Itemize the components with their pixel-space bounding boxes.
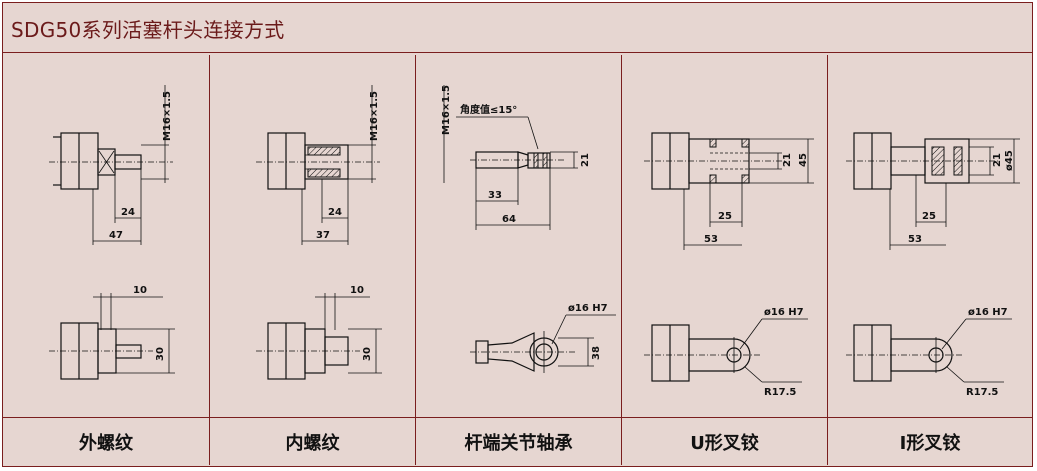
column-label: 杆端关节轴承 xyxy=(464,432,573,454)
dim-eye-width: 38 xyxy=(591,346,602,360)
column-footer: 杆端关节轴承 xyxy=(416,417,621,465)
column-footer: U形叉铰 xyxy=(622,417,827,465)
dim-head-height: 21 xyxy=(580,153,591,167)
page-title: SDG50系列活塞杆头连接方式 xyxy=(11,18,285,42)
dim-eye-diameter: ø45 xyxy=(1004,150,1015,171)
dim-end-radius: R17.5 xyxy=(966,387,998,398)
dim-eye-width: 21 xyxy=(992,153,1003,167)
column-internal-thread: M16×1.5 24 37 10 30 内螺纹 xyxy=(210,55,416,465)
thread-label: M16×1.5 xyxy=(162,91,173,141)
dim-neck-length: 25 xyxy=(922,211,936,222)
column-label: 内螺纹 xyxy=(285,432,340,454)
i-clevis-drawing: 21 ø45 25 53 ø16 H7 R17.5 xyxy=(846,132,1020,398)
dim-pin-bore: ø16 H7 xyxy=(968,307,1008,318)
column-external-thread: M16×1.5 24 47 10 30 外螺纹 xyxy=(3,55,210,465)
dim-length-total: 37 xyxy=(316,230,330,241)
column-i-clevis: 21 ø45 25 53 ø16 H7 R17.5 I形叉铰 xyxy=(828,55,1032,465)
u-clevis-drawing: 21 45 25 53 ø16 H7 R17.5 xyxy=(644,132,814,398)
dim-bore: ø16 H7 xyxy=(568,303,608,314)
column-label: I形叉铰 xyxy=(899,432,961,454)
column-rod-end-bearing: M16×1.5 角度值≤15° 21 33 64 xyxy=(416,55,622,465)
dim-pin-distance: 53 xyxy=(908,234,922,245)
column-footer: 外螺纹 xyxy=(3,417,209,465)
dim-flat-width: 10 xyxy=(350,285,364,296)
dim-slot-depth: 25 xyxy=(718,211,732,222)
thread-label: M16×1.5 xyxy=(441,85,452,135)
dim-pin-bore: ø16 H7 xyxy=(764,307,804,318)
column-label: 外螺纹 xyxy=(79,432,133,454)
dim-thread-length: 33 xyxy=(488,190,502,201)
title-bar: SDG50系列活塞杆头连接方式 xyxy=(3,3,1032,53)
column-footer: I形叉铰 xyxy=(828,417,1032,465)
dim-pin-distance: 53 xyxy=(704,234,718,245)
dim-length-thread: 24 xyxy=(121,207,135,218)
rod-end-bearing-drawing: M16×1.5 角度值≤15° 21 33 64 xyxy=(441,85,616,373)
dim-length-total: 47 xyxy=(109,230,123,241)
column-label: U形叉铰 xyxy=(690,432,759,454)
internal-thread-drawing: M16×1.5 24 37 10 30 xyxy=(256,85,382,380)
dim-clevis-height: 45 xyxy=(798,153,809,167)
dim-flat-height: 30 xyxy=(362,347,373,361)
angle-note: 角度值≤15° xyxy=(460,103,517,116)
dim-end-radius: R17.5 xyxy=(764,387,796,398)
dim-flat-height: 30 xyxy=(155,347,166,361)
dim-flat-width: 10 xyxy=(133,285,147,296)
dim-total-length: 64 xyxy=(502,214,516,225)
column-footer: 内螺纹 xyxy=(210,417,415,465)
external-thread-drawing: M16×1.5 24 47 10 30 xyxy=(49,85,175,380)
thread-label: M16×1.5 xyxy=(369,91,380,141)
column-u-clevis: 21 45 25 53 ø16 H7 R17.5 U形叉铰 xyxy=(622,55,828,465)
dim-slot-width: 21 xyxy=(782,153,793,167)
dim-thread-depth: 24 xyxy=(328,207,342,218)
